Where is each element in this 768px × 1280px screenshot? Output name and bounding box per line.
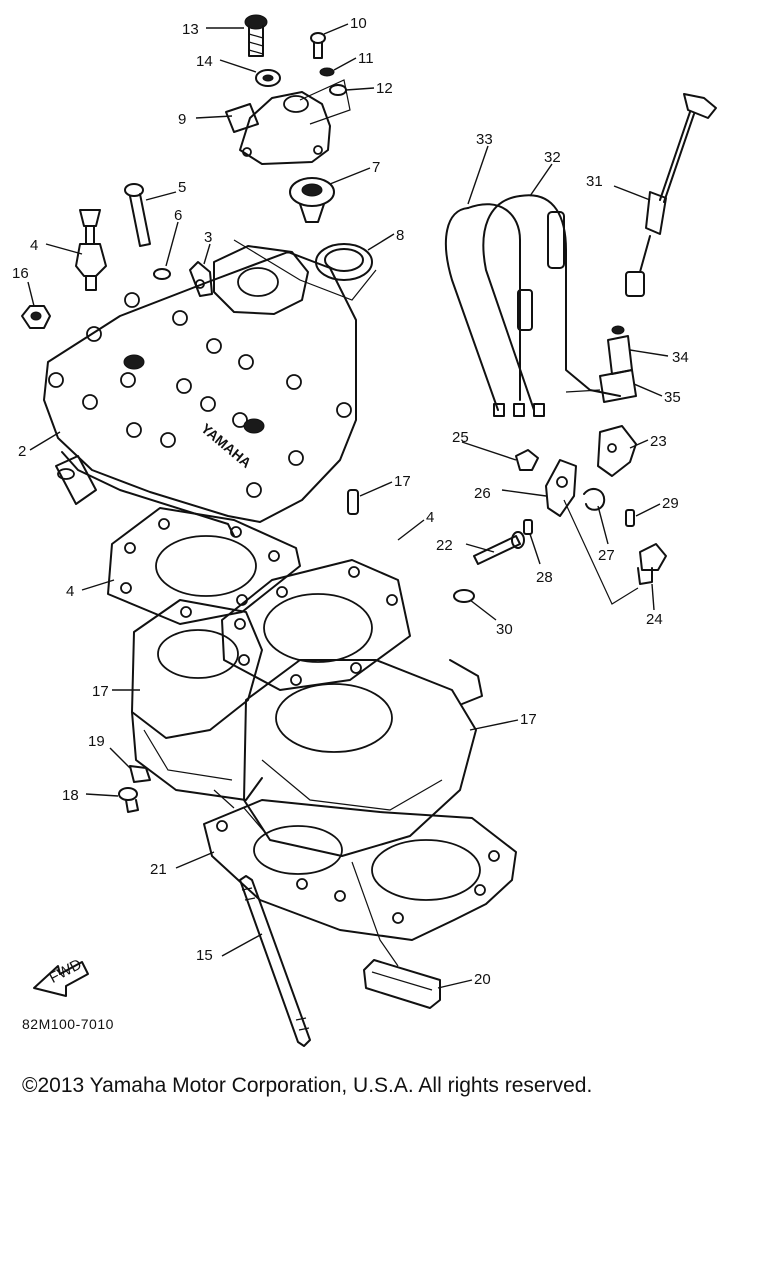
callout-9: 9 <box>178 111 186 128</box>
screw-part-23 <box>473 531 525 565</box>
callout-20: 19 <box>88 733 105 750</box>
spring-part-28 <box>583 487 606 511</box>
callout-35: 34 <box>672 349 689 366</box>
callout-36: 35 <box>664 389 681 406</box>
callout-11: 11 <box>358 50 374 67</box>
callout-2: 3 <box>204 229 212 246</box>
switch-part-25 <box>637 543 667 585</box>
forward-arrow-icon: FWD <box>33 956 89 997</box>
callout-27: 26 <box>474 485 491 502</box>
callout-5: 5 <box>178 179 186 196</box>
head-gasket-part-4-left <box>107 507 301 625</box>
bolt-part-5 <box>124 183 151 247</box>
callout-30: 29 <box>662 495 679 512</box>
callout-32: 31 <box>586 173 603 190</box>
head-gasket-part-4-right <box>221 559 411 691</box>
callout-22: 21 <box>150 861 167 878</box>
callout-labels: 13 14 9 10 11 12 7 8 5 6 3 4 16 2 4 4 17… <box>12 15 689 988</box>
thermostat-part-7 <box>289 177 335 223</box>
callout-16: 16 <box>12 265 29 282</box>
callout-1: 2 <box>18 443 26 460</box>
pin-part-29 <box>523 519 533 535</box>
screw-part-26 <box>515 449 539 471</box>
callout-21: 20 <box>474 971 491 988</box>
thermostat-guide-line <box>299 79 351 125</box>
throttle-cable-part-32 <box>625 93 717 297</box>
callout-13: 13 <box>182 21 199 38</box>
callout-15: 15 <box>196 947 213 964</box>
fitting-part-2 <box>189 261 213 297</box>
callout-28: 27 <box>598 547 615 564</box>
cable-adjuster-part-35 <box>607 325 633 375</box>
leader-lines <box>27 23 669 989</box>
callout-4-left: 4 <box>66 583 74 600</box>
cable-cover-part-36 <box>565 369 637 403</box>
stud-bolt-part-15 <box>239 875 311 1047</box>
lever-part-24 <box>597 425 637 477</box>
cable-part-33 <box>482 194 621 417</box>
callout-23: 22 <box>436 537 453 554</box>
callout-14: 14 <box>196 53 213 70</box>
bolt-part-20 <box>129 765 151 783</box>
callout-25: 24 <box>646 611 663 628</box>
assembly-guide-lines <box>213 789 399 967</box>
callout-3: 4 <box>30 237 38 254</box>
callout-26: 25 <box>452 429 469 446</box>
callout-19: 18 <box>62 787 79 804</box>
callout-34: 33 <box>476 131 493 148</box>
callout-8: 8 <box>396 227 404 244</box>
base-gasket-part-22 <box>203 799 517 941</box>
thermostat-seal-part-8 <box>315 243 373 281</box>
washer-part-14 <box>255 69 281 87</box>
nut-part-31 <box>453 589 475 603</box>
bolt-part-19 <box>118 787 139 813</box>
callout-4-right: 4 <box>426 509 434 526</box>
pin-part-30 <box>625 509 635 527</box>
callout-7: 7 <box>372 159 380 176</box>
callout-31: 30 <box>496 621 513 638</box>
callout-12: 12 <box>376 80 393 97</box>
washer-part-6 <box>153 268 171 280</box>
bolt-part-10 <box>310 32 326 59</box>
callout-17-right: 17 <box>520 711 537 728</box>
callout-33: 32 <box>544 149 561 166</box>
nut-part-16 <box>21 305 51 329</box>
plate-part-21 <box>363 959 441 1009</box>
lever-guide-line <box>563 499 639 605</box>
washer-part-12 <box>329 84 347 96</box>
diagram-code-label: 82M100-7010 <box>22 1016 114 1032</box>
dowel-pin-part-18 <box>347 489 359 515</box>
callout-10: 10 <box>350 15 367 32</box>
washer-part-11 <box>319 67 335 77</box>
callout-24: 23 <box>650 433 667 450</box>
cylinder-part-17-right <box>243 659 483 857</box>
lever-part-27 <box>545 459 577 517</box>
cylinder-part-17-left <box>131 599 263 801</box>
callout-17-left: 17 <box>92 683 109 700</box>
callout-6: 6 <box>174 207 182 224</box>
callout-18: 17 <box>394 473 411 490</box>
cable-part-34 <box>445 203 525 417</box>
spark-plug-part-3 <box>75 209 107 291</box>
bolt-part-13 <box>244 14 268 57</box>
callout-29: 28 <box>536 569 553 586</box>
forward-arrow-label: FWD <box>46 956 84 987</box>
exploded-parts-diagram: YAMAHA <box>12 14 717 1047</box>
copyright-notice: ©2013 Yamaha Motor Corporation, U.S.A. A… <box>22 1074 593 1097</box>
thermostat-cover-part-9 <box>225 91 331 165</box>
